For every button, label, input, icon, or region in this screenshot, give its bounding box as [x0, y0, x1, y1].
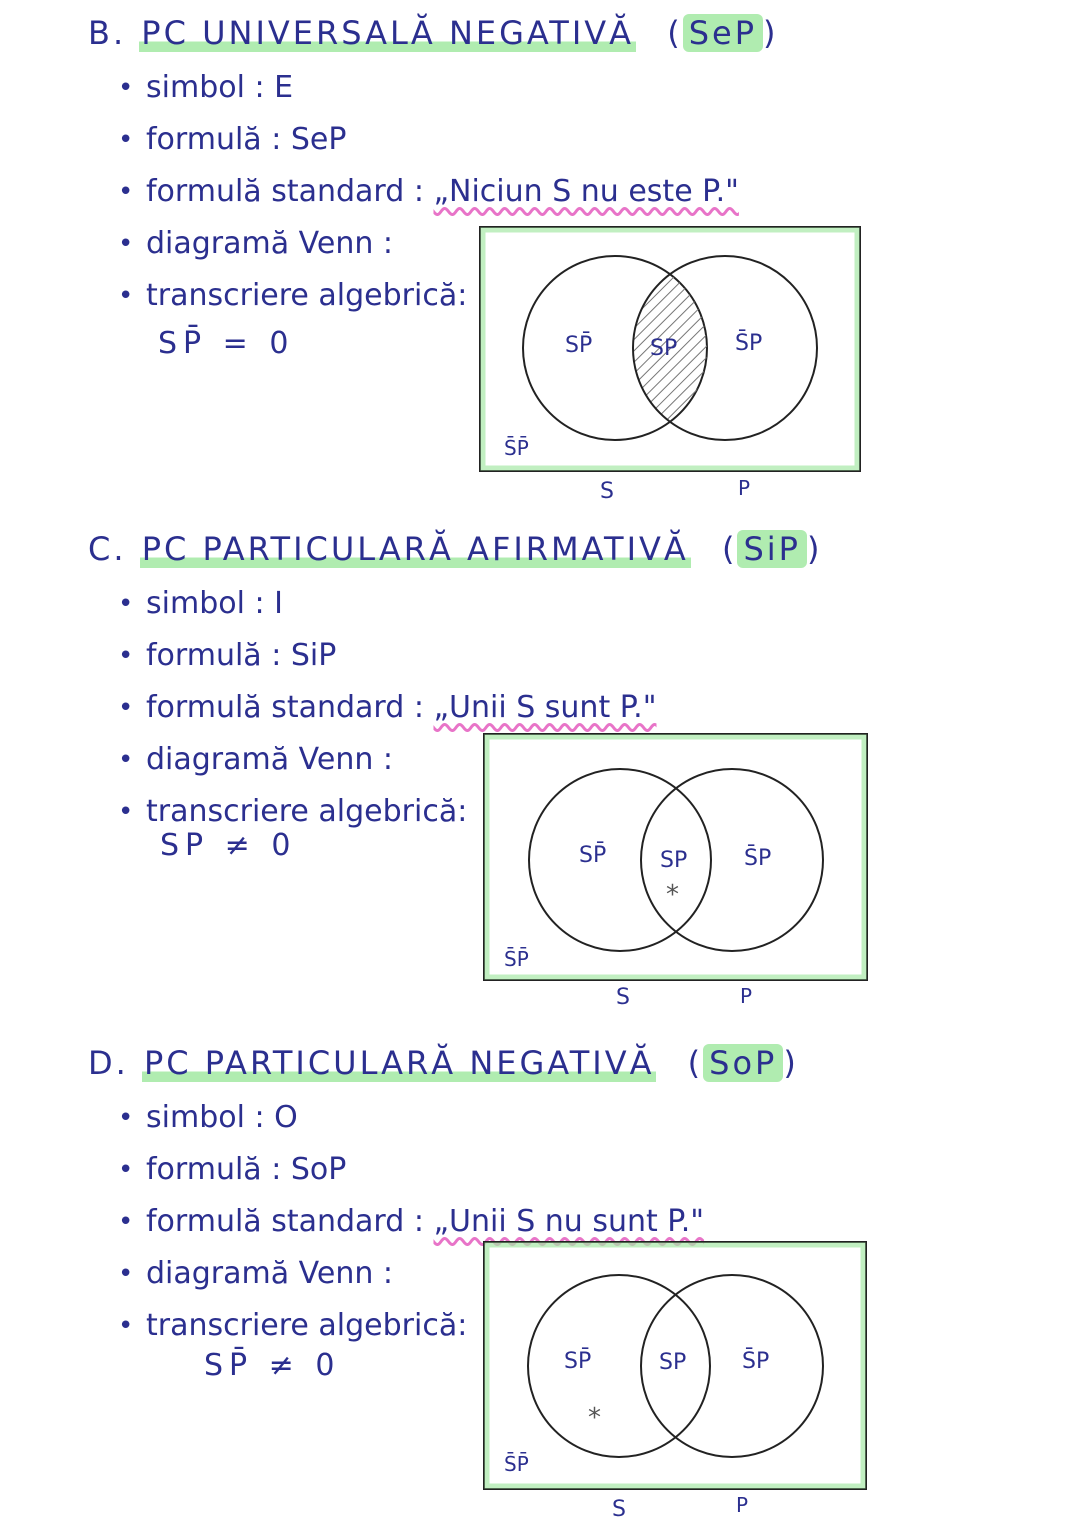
bullet-text: formulă standard :: [146, 174, 424, 209]
bullet-item: diagramă Venn :: [118, 734, 657, 786]
bullet-text: formulă : SiP: [146, 638, 337, 673]
bullet-item: formulă : SoP: [118, 1144, 704, 1196]
bullet-text: formulă standard :: [146, 690, 424, 725]
region-right-label: S̄P: [735, 330, 762, 356]
circle-s: [528, 768, 712, 952]
bullet-item: formulă standard : „Niciun S nu este P.": [118, 166, 739, 218]
bullet-text: formulă : SeP: [146, 122, 347, 157]
bullet-item: formulă : SiP: [118, 630, 657, 682]
region-middle-label: SP: [660, 848, 687, 873]
region-middle-label: SP: [650, 336, 677, 361]
standard-quote: „Unii S sunt P.": [433, 690, 657, 725]
region-left-label: SP̄: [579, 842, 606, 868]
region-left-label: SP̄: [565, 332, 592, 358]
bullet-text: diagramă Venn :: [146, 1256, 393, 1291]
bullet-item: transcriere algebrică:: [118, 270, 739, 322]
region-outside-label: S̄P̄: [504, 1451, 529, 1476]
universe-box: [483, 1241, 867, 1490]
region-outside-label: S̄P̄: [504, 946, 529, 971]
bullet-list: simbol : O formulă : SoP formulă standar…: [118, 1092, 704, 1352]
set-p-label: P: [738, 476, 750, 500]
section-code-wrap: (SiP): [721, 530, 823, 568]
section-title: D. PC PARTICULARĂ NEGATIVĂ (SoP): [88, 1044, 799, 1082]
bullet-text: transcriere algebrică:: [146, 1308, 468, 1343]
star-marker: *: [588, 1403, 601, 1433]
bullet-text: formulă : SoP: [146, 1152, 347, 1187]
bullet-item: simbol : I: [118, 578, 657, 630]
bullet-text: diagramă Venn :: [146, 742, 393, 777]
circle-p: [633, 256, 707, 440]
section-title: B. PC UNIVERSALĂ NEGATIVĂ (SeP): [88, 14, 779, 52]
circle-p: [640, 1274, 824, 1458]
venn-diagram: SP̄ SP S̄P * S̄P̄ S P: [483, 1241, 867, 1522]
bullet-text: diagramă Venn :: [146, 226, 393, 261]
standard-quote: „Niciun S nu este P.": [433, 174, 739, 209]
bullet-text: simbol : I: [146, 586, 283, 621]
set-s-label: S: [616, 985, 630, 1010]
set-p-label: P: [740, 984, 752, 1008]
set-p-label: P: [736, 1493, 748, 1517]
set-s-label: S: [612, 1497, 626, 1522]
bullet-text: simbol : O: [146, 1100, 298, 1135]
section-code: SiP: [737, 530, 807, 568]
algebraic-formula: SP ≠ 0: [160, 828, 297, 863]
algebraic-formula: SP̄ ≠ 0: [204, 1348, 341, 1383]
bullet-text: transcriere algebrică:: [146, 794, 468, 829]
bullet-item: transcriere algebrică:: [118, 786, 657, 838]
bullet-item: simbol : O: [118, 1092, 704, 1144]
section-heading: PC PARTICULARĂ NEGATIVĂ: [141, 1044, 657, 1082]
bullet-item: diagramă Venn :: [118, 218, 739, 270]
standard-quote: „Unii S nu sunt P.": [433, 1204, 705, 1239]
star-marker: *: [666, 880, 679, 910]
region-left-label: SP̄: [564, 1348, 591, 1374]
bullet-item: transcriere algebrică:: [118, 1300, 704, 1352]
region-right-label: S̄P: [744, 845, 771, 871]
bullet-list: simbol : I formulă : SiP formulă standar…: [118, 578, 657, 838]
circle-p-outline: [632, 255, 818, 441]
bullet-item: formulă : SeP: [118, 114, 739, 166]
bullet-item: formulă standard : „Unii S sunt P.": [118, 682, 657, 734]
universe-box: [479, 226, 861, 472]
set-s-label: S: [600, 479, 614, 504]
bullet-item: diagramă Venn :: [118, 1248, 704, 1300]
circle-p: [640, 768, 824, 952]
venn-diagram: SP̄ SP S̄P S̄P̄ S P: [479, 226, 861, 504]
region-middle-label: SP: [659, 1350, 686, 1375]
algebraic-formula: SP̄̄ = 0: [158, 326, 295, 361]
bullet-text: simbol : E: [146, 70, 294, 105]
section-title: C. PC PARTICULARĂ AFIRMATIVĂ (SiP): [88, 530, 822, 568]
bullet-item: simbol : E: [118, 62, 739, 114]
bullet-item: formulă standard : „Unii S nu sunt P.": [118, 1196, 704, 1248]
section-heading: PC UNIVERSALĂ NEGATIVĂ: [139, 14, 637, 52]
region-outside-label: S̄P̄: [504, 435, 529, 460]
section-heading: PC PARTICULARĂ AFIRMATIVĂ: [139, 530, 691, 568]
section-code: SoP: [703, 1044, 784, 1082]
universe-box: [483, 733, 868, 981]
section-code: SeP: [682, 14, 764, 52]
section-letter: C.: [88, 530, 127, 568]
section-letter: D.: [88, 1044, 129, 1082]
bullet-list: simbol : E formulă : SeP formulă standar…: [118, 62, 739, 322]
venn-diagram: SP̄ SP S̄P * S̄P̄ S P: [483, 733, 868, 1010]
section-code-wrap: (SoP): [687, 1044, 799, 1082]
section-letter: B.: [88, 14, 127, 52]
bullet-text: formulă standard :: [146, 1204, 424, 1239]
region-right-label: S̄P: [742, 1348, 769, 1374]
bullet-text: transcriere algebrică:: [146, 278, 468, 313]
section-code-wrap: (SeP): [667, 14, 779, 52]
circle-s: [527, 1274, 711, 1458]
